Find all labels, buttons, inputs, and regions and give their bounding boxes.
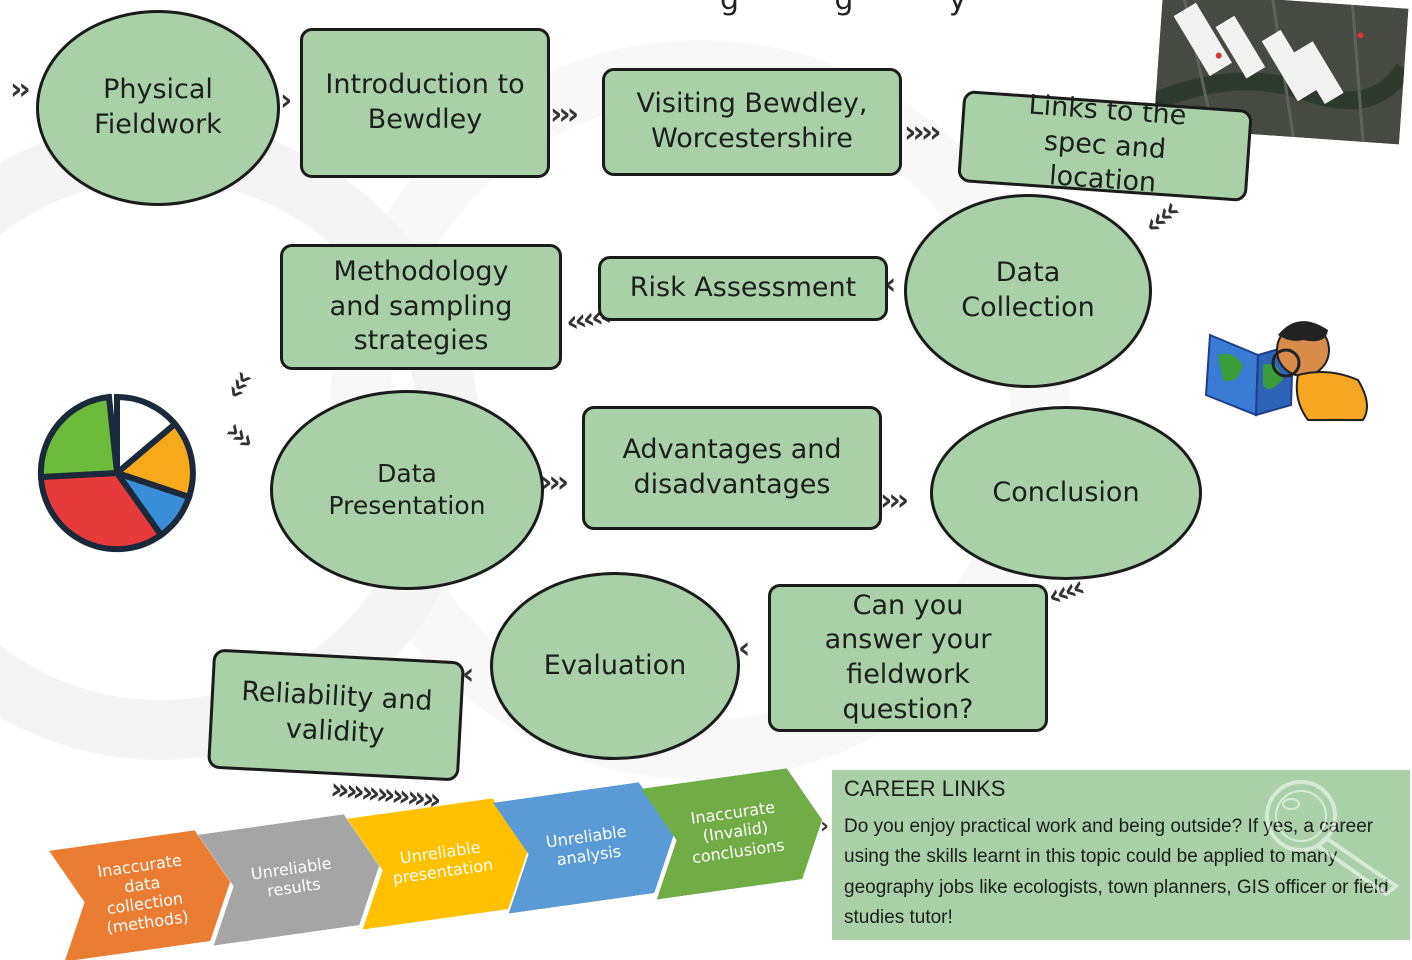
- node-advantages: Advantages and disadvantages: [582, 406, 882, 530]
- header-fragment: g g y: [720, 0, 967, 17]
- node-visiting: Visiting Bewdley, Worcestershire: [602, 68, 902, 176]
- explorer-with-map-icon: [1198, 305, 1378, 430]
- node-evaluation: Evaluation: [490, 572, 740, 760]
- node-answer-question: Can you answer your fieldwork question?: [768, 584, 1048, 732]
- arrow-chevrons: ››: [10, 72, 31, 107]
- satellite-map-image: [1153, 0, 1409, 145]
- arrow-chevrons: ›››: [540, 465, 569, 500]
- career-links-body: Do you enjoy practical work and being ou…: [844, 816, 1389, 929]
- node-physical-fieldwork: Physical Fieldwork: [36, 10, 280, 206]
- pie-chart-icon: [34, 384, 204, 562]
- arrow-chevrons: ›: [820, 814, 829, 839]
- career-links-panel: CAREER LINKS Do you enjoy practical work…: [832, 770, 1410, 940]
- arrow-chevrons: ›: [280, 83, 293, 118]
- node-risk-assessment: Risk Assessment: [598, 256, 888, 321]
- node-reliability: Reliability and validity: [207, 648, 465, 782]
- node-links: Links to the spec and location: [957, 90, 1253, 203]
- arrow-chevrons: ›››: [550, 97, 579, 132]
- node-data-collection: Data Collection: [904, 194, 1152, 388]
- node-introduction: Introduction to Bewdley: [300, 28, 550, 178]
- arrow-chevrons: ›››: [880, 483, 909, 518]
- magnifying-glass-icon: [1246, 776, 1406, 897]
- arrow-chevrons: ‹‹‹‹: [1136, 194, 1185, 243]
- arrow-chevrons: ››››: [904, 115, 942, 150]
- node-conclusion: Conclusion: [930, 406, 1202, 580]
- node-data-presentation: Data Presentation: [270, 390, 544, 590]
- node-methodology: Methodology and sampling strategies: [280, 244, 562, 370]
- career-links-title: CAREER LINKS: [844, 776, 1006, 801]
